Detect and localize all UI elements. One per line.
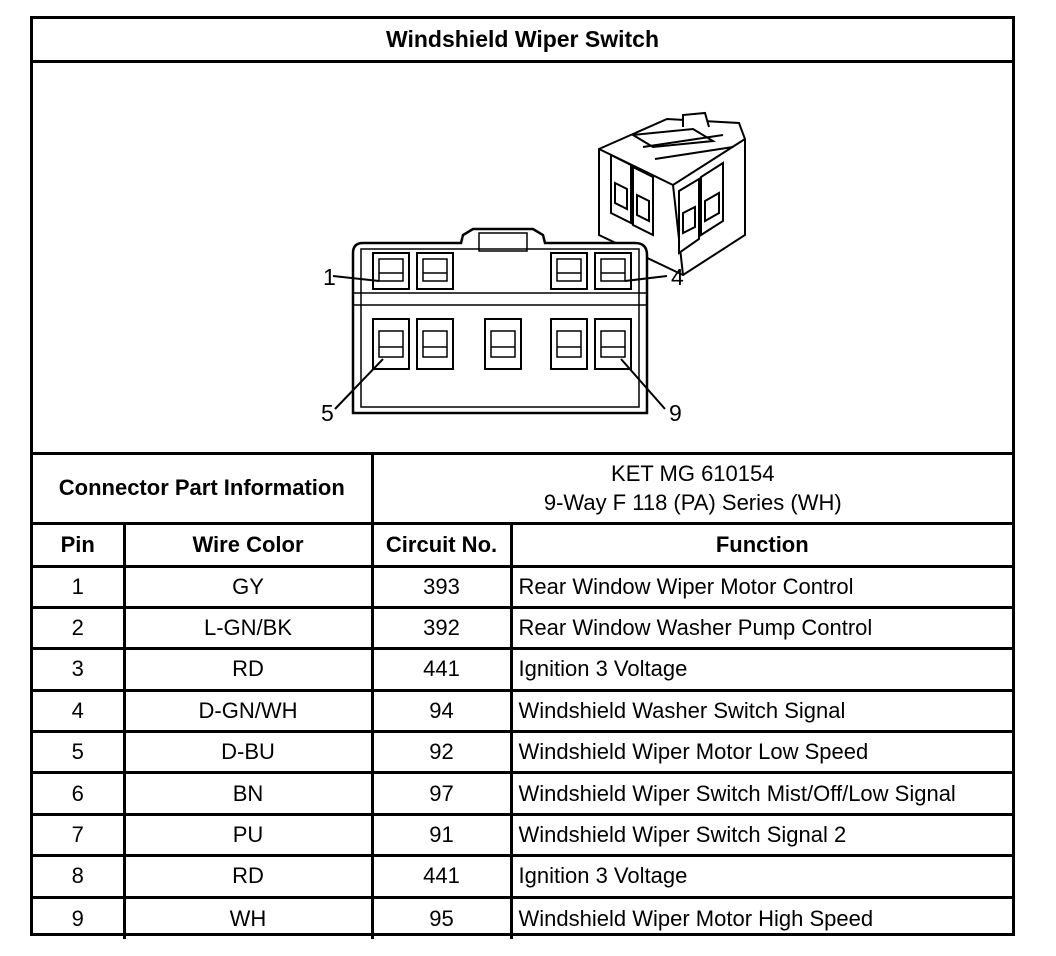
pin-cell: 9 [33,895,126,939]
pin-cell: 4 [33,688,126,734]
header-circuit: Circuit No. [370,521,513,568]
connector-sheet: Windshield Wiper Switch [30,16,1015,939]
wire-color-cell: RD [122,854,374,899]
circuit-cell: 393 [370,564,513,609]
function-cell: Windshield Wiper Motor High Speed [509,895,1012,939]
function-cell: Windshield Washer Switch Signal [509,688,1012,734]
connector-figure: 1 4 5 9 [33,63,1012,455]
pin-label-9: 9 [669,400,682,426]
function-cell: Windshield Wiper Motor Low Speed [509,730,1012,775]
pin-cell: 6 [33,771,126,816]
connector-isometric-view [598,111,746,277]
wire-color-cell: GY [122,564,374,609]
function-cell: Windshield Wiper Switch Mist/Off/Low Sig… [509,771,1012,816]
wire-color-cell: PU [122,812,374,858]
function-cell: Rear Window Wiper Motor Control [509,564,1012,609]
pin-cell: 2 [33,605,126,651]
pin-cell: 1 [33,564,126,609]
table-row: 3 RD 441 Ignition 3 Voltage [33,647,1012,692]
table-row: 9 WH 95 Windshield Wiper Motor High Spee… [33,895,1012,939]
wire-color-cell: WH [122,895,374,939]
leader-lines [332,275,668,410]
circuit-cell: 94 [370,688,513,734]
wire-color-cell: RD [122,647,374,692]
function-cell: Rear Window Washer Pump Control [509,605,1012,651]
function-cell: Ignition 3 Voltage [509,854,1012,899]
pin-label-1: 1 [323,264,336,290]
wire-color-cell: D-BU [122,730,374,775]
wire-color-cell: BN [122,771,374,816]
table-row: 8 RD 441 Ignition 3 Voltage [33,854,1012,899]
pinout-table: Connector Part Information KET MG 610154… [33,455,1012,939]
lower-cavities [372,318,632,370]
function-cell: Windshield Wiper Switch Signal 2 [509,812,1012,858]
header-pin: Pin [33,521,126,568]
table-row: 4 D-GN/WH 94 Windshield Washer Switch Si… [33,688,1012,734]
table-row: 6 BN 97 Windshield Wiper Switch Mist/Off… [33,771,1012,816]
circuit-cell: 97 [370,771,513,816]
circuit-cell: 91 [370,812,513,858]
circuit-cell: 441 [370,854,513,899]
circuit-cell: 392 [370,605,513,651]
part-info-label: Connector Part Information [33,455,374,525]
part-info-value: KET MG 610154 9-Way F 118 (PA) Series (W… [370,455,1012,525]
table-row: 2 L-GN/BK 392 Rear Window Washer Pump Co… [33,605,1012,651]
circuit-cell: 92 [370,730,513,775]
connector-face-view [332,227,668,415]
table-row: 7 PU 91 Windshield Wiper Switch Signal 2 [33,812,1012,858]
pin-label-5: 5 [321,400,334,426]
part-number: KET MG 610154 [611,461,775,487]
wire-color-cell: D-GN/WH [122,688,374,734]
connector-drawing [332,111,746,415]
table-row: 5 D-BU 92 Windshield Wiper Motor Low Spe… [33,730,1012,775]
circuit-cell: 95 [370,895,513,939]
function-cell: Ignition 3 Voltage [509,647,1012,692]
pin-cell: 8 [33,854,126,899]
header-function: Function [509,521,1012,568]
upper-cavities [372,252,632,290]
part-series: 9-Way F 118 (PA) Series (WH) [543,490,842,516]
part-info-row: Connector Part Information KET MG 610154… [33,455,1012,525]
pin-cell: 5 [33,730,126,775]
page-title: Windshield Wiper Switch [33,19,1012,63]
header-wire-color: Wire Color [122,521,374,568]
pin-cell: 3 [33,647,126,692]
wire-color-cell: L-GN/BK [122,605,374,651]
table-header-row: Pin Wire Color Circuit No. Function [33,521,1012,568]
pin-label-4: 4 [671,264,684,290]
circuit-cell: 441 [370,647,513,692]
pin-cell: 7 [33,812,126,858]
table-row: 1 GY 393 Rear Window Wiper Motor Control [33,564,1012,609]
